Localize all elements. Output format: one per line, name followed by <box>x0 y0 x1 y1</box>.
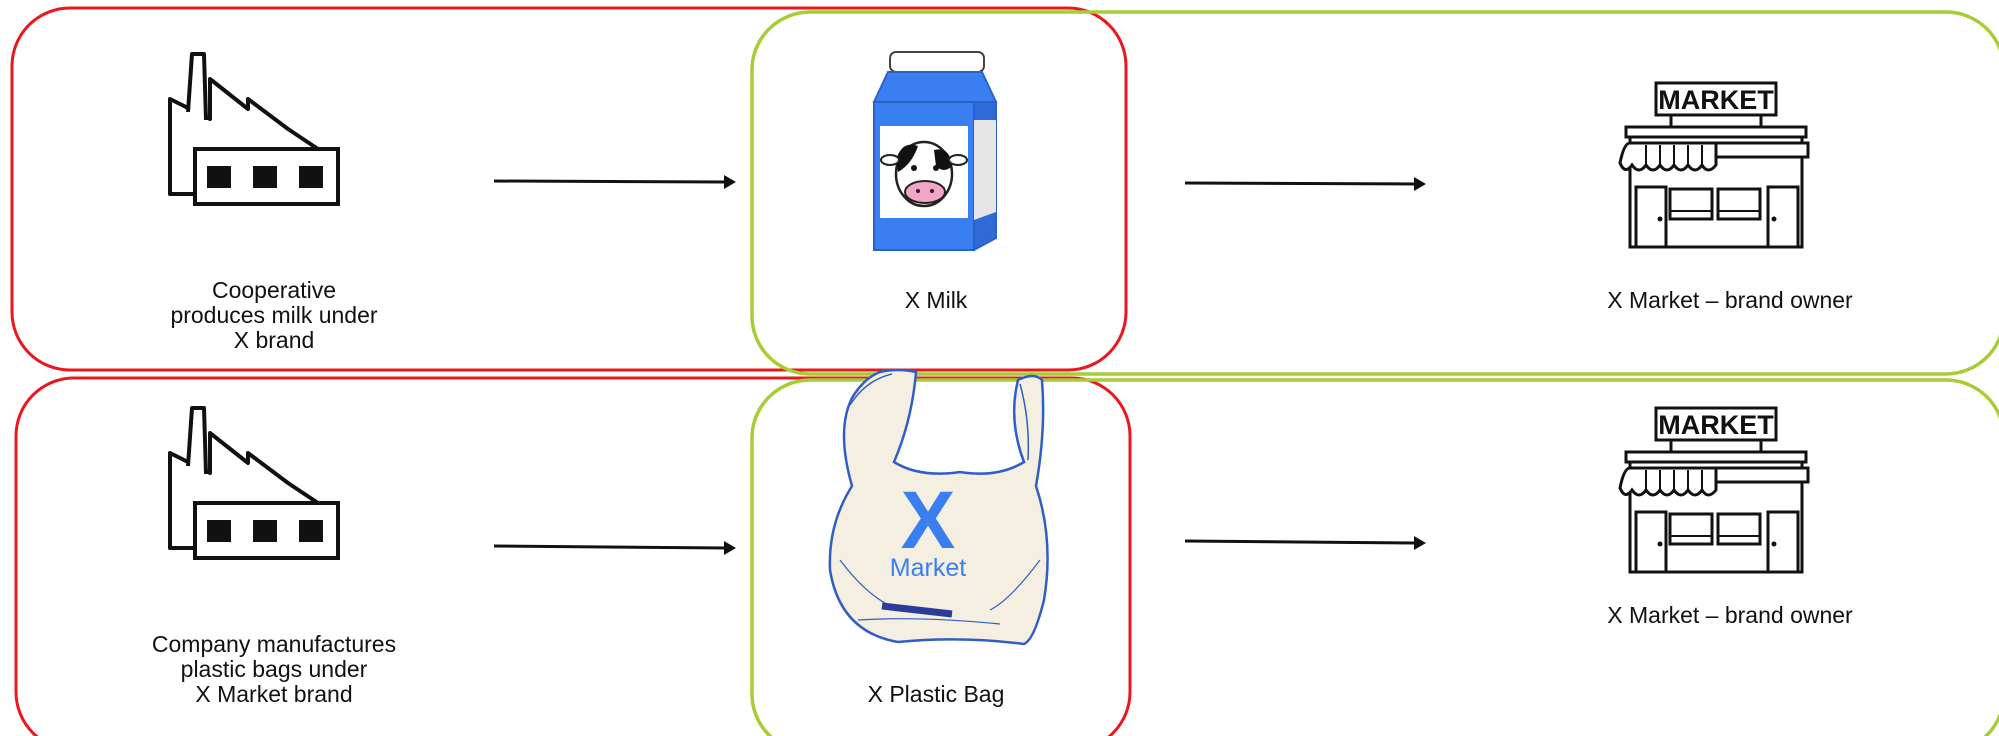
market-store-icon: MARKET <box>1618 81 1810 249</box>
market-sign-text: MARKET <box>1658 410 1774 440</box>
market-sign-text: MARKET <box>1658 85 1774 115</box>
bag-print-word: Market <box>889 554 967 582</box>
milk-carton-icon <box>872 51 998 252</box>
brand-owner-box-row-2 <box>750 378 1999 736</box>
factory-icon <box>168 52 340 206</box>
producer-box-row-2 <box>14 376 1132 736</box>
arrow-producer-to-product-row-2 <box>493 541 736 555</box>
bag-print-letter: X <box>900 475 956 566</box>
product-label-row-2: X Plastic Bag <box>867 681 1005 707</box>
arrow-product-to-owner-row-1 <box>1184 177 1426 191</box>
producer-label-row-2: Company manufactures plastic bags under … <box>151 631 397 707</box>
plastic-bag-icon <box>828 368 1049 646</box>
owner-label-row-2: X Market – brand owner <box>1607 602 1853 628</box>
arrow-product-to-owner-row-2 <box>1184 536 1426 550</box>
arrow-producer-to-product-row-1 <box>493 175 736 189</box>
producer-box-row-1 <box>10 6 1128 372</box>
producer-label-row-1: Cooperative produces milk under X brand <box>170 277 378 353</box>
factory-icon <box>168 406 340 560</box>
market-store-icon: MARKET <box>1618 406 1810 574</box>
owner-label-row-1: X Market – brand owner <box>1607 287 1853 313</box>
brand-owner-box-row-1 <box>750 10 1999 376</box>
product-label-row-1: X Milk <box>904 287 968 313</box>
